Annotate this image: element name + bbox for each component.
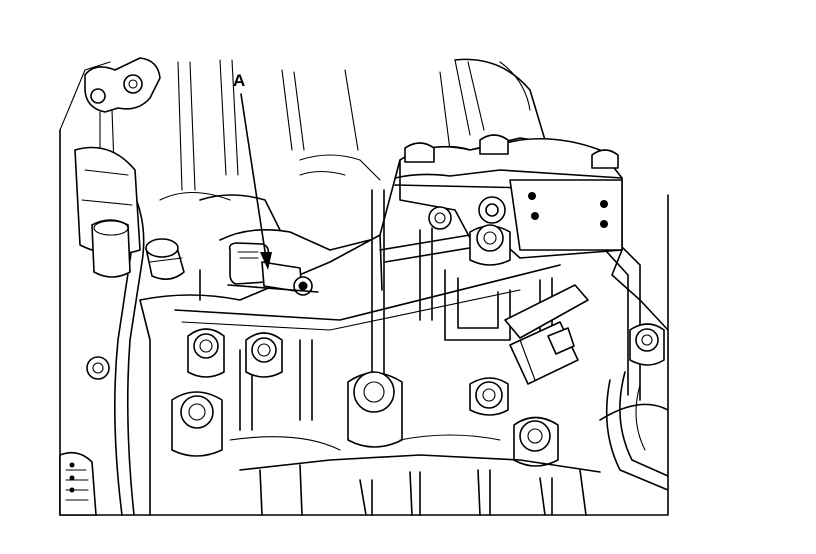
bolt-boss xyxy=(171,391,223,457)
mounting-bracket xyxy=(84,57,161,166)
bolt-boss xyxy=(347,371,403,448)
drain-plug xyxy=(145,238,185,280)
bottom-fins xyxy=(229,434,601,516)
callout-leader-line xyxy=(240,93,267,259)
bolt-boss xyxy=(513,416,559,467)
differential-housing xyxy=(599,371,669,491)
bolt-boss xyxy=(245,332,283,378)
callout-a: A xyxy=(233,71,272,270)
sensor-connector xyxy=(227,242,319,296)
callout-label-a: A xyxy=(233,71,245,90)
bolt-boss xyxy=(469,377,509,416)
bolt-boss xyxy=(629,323,665,366)
bolt-boss xyxy=(469,224,511,266)
valve-body-block xyxy=(394,134,623,259)
bolt-bosses xyxy=(171,224,665,467)
bolt-boss xyxy=(187,328,225,378)
left-cylinders xyxy=(74,146,141,278)
illustration-outline xyxy=(59,61,669,516)
speed-sensor xyxy=(504,284,589,385)
callout-arrowhead xyxy=(260,252,272,270)
upper-housing-ribs xyxy=(177,58,546,191)
lower-left-sensor xyxy=(59,451,97,516)
